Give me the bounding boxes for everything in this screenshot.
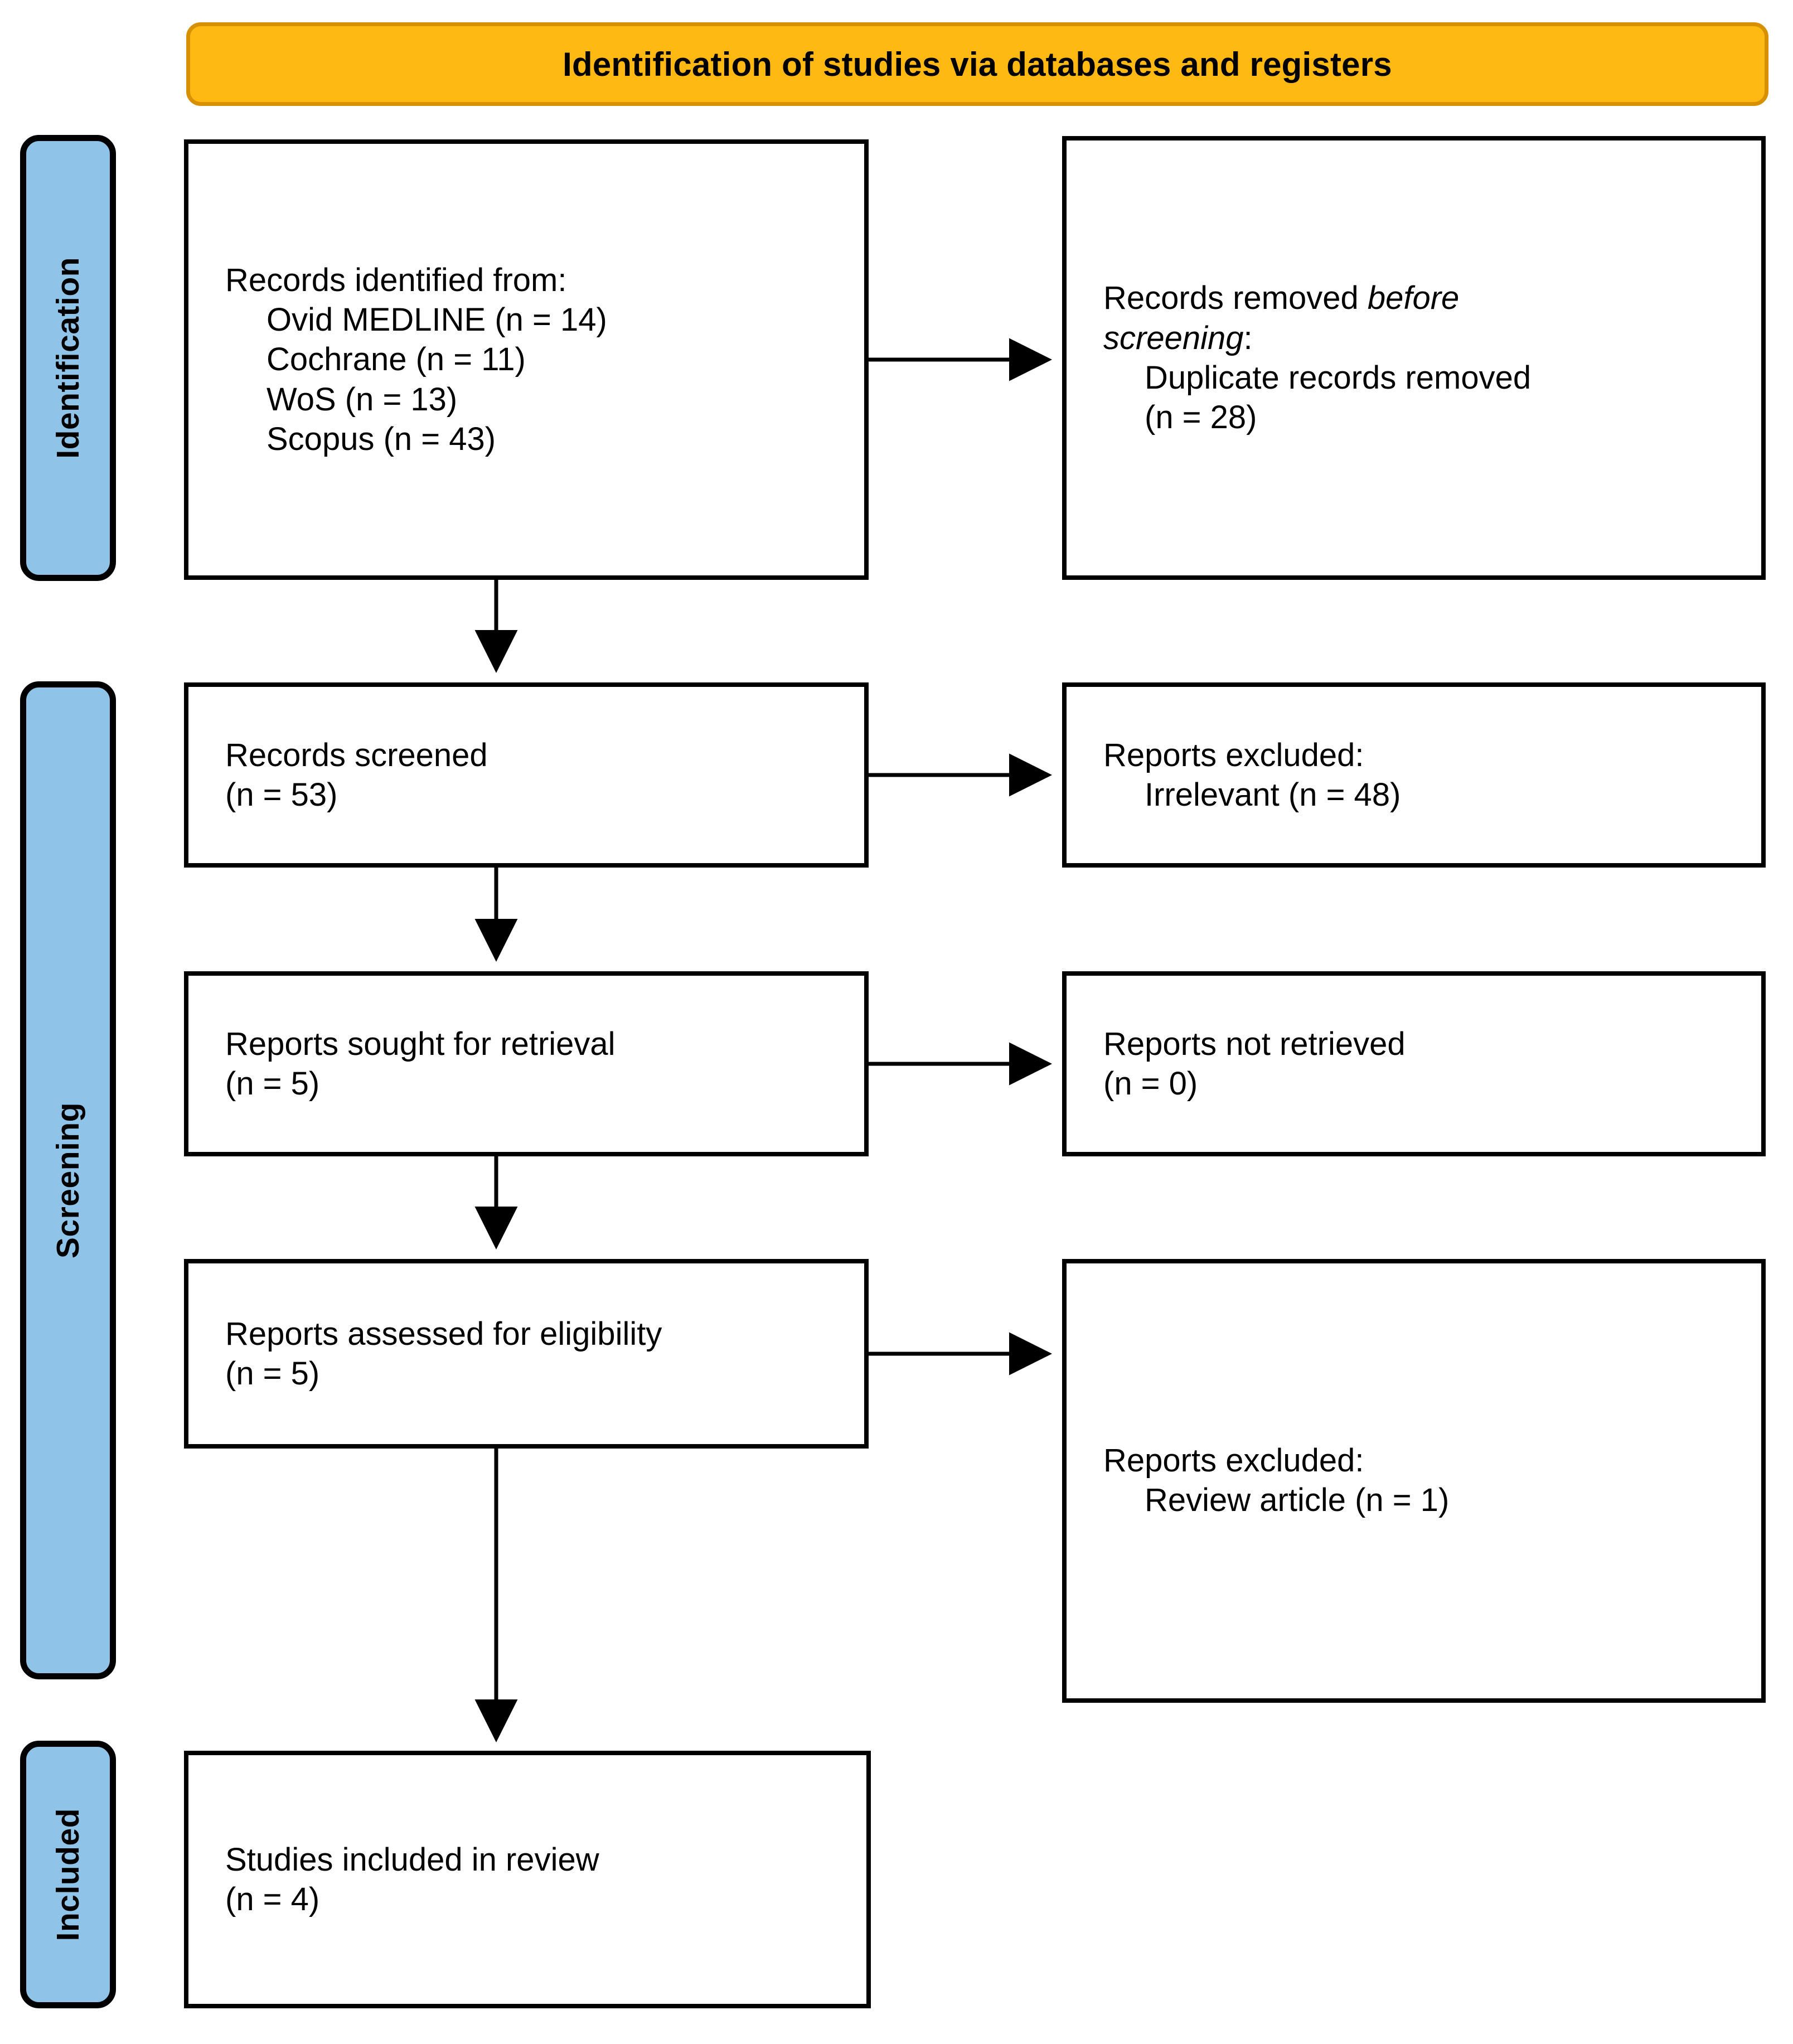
reports-sought-count: (n = 5): [225, 1065, 320, 1102]
box-reports-sought: Reports sought for retrieval (n = 5): [184, 971, 869, 1156]
records-removed-count: (n = 28): [1145, 399, 1257, 436]
banner-title: Identification of studies via databases …: [563, 45, 1392, 83]
box-reports-not-retrieved: Reports not retrieved (n = 0): [1062, 971, 1766, 1156]
reports-excluded-review-body: Reports excluded: Review article (n = 1): [1067, 1263, 1761, 1520]
phase-label-screening: Screening: [20, 681, 116, 1679]
reports-excluded-irrelevant-count: Irrelevant (n = 48): [1145, 777, 1401, 813]
box-records-screened: Records screened (n = 53): [184, 682, 869, 868]
phase-label-identification: Identification: [20, 135, 116, 581]
reports-assessed-label: Reports assessed for eligibility: [225, 1315, 662, 1352]
records-identified-wos: WoS (n = 13): [266, 381, 458, 418]
box-reports-assessed: Reports assessed for eligibility (n = 5): [184, 1259, 869, 1449]
records-screened-label: Records screened: [225, 737, 488, 773]
records-removed-text-a: Records removed: [1103, 280, 1368, 317]
studies-included-label: Studies included in review: [225, 1841, 599, 1878]
studies-included-count: (n = 4): [225, 1881, 320, 1917]
box-records-removed: Records removed before screening: Duplic…: [1062, 136, 1766, 580]
records-removed-duplicates: Duplicate records removed: [1145, 360, 1532, 396]
identification-banner: Identification of studies via databases …: [186, 22, 1768, 106]
reports-excluded-review-count: Review article (n = 1): [1145, 1482, 1450, 1519]
records-screened-count: (n = 53): [225, 777, 338, 813]
records-removed-heading-line2: screening:: [1067, 318, 1761, 358]
reports-excluded-review-heading: Reports excluded:: [1103, 1442, 1364, 1479]
phase-label-included: Included: [20, 1741, 116, 2008]
records-removed-emph-screening: screening: [1103, 319, 1244, 356]
phase-label-screening-text: Screening: [50, 1102, 86, 1259]
box-reports-excluded-irrelevant: Reports excluded: Irrelevant (n = 48): [1062, 682, 1766, 868]
records-removed-heading-line1: Records removed before: [1067, 278, 1761, 318]
reports-sought-label: Reports sought for retrieval: [225, 1025, 616, 1062]
box-records-identified: Records identified from: Ovid MEDLINE (n…: [184, 139, 869, 580]
box-reports-excluded-review: Reports excluded: Review article (n = 1): [1062, 1259, 1766, 1703]
records-identified-heading: Records identified from:: [225, 261, 567, 298]
box-studies-included: Studies included in review (n = 4): [184, 1751, 871, 2008]
records-identified-medline: Ovid MEDLINE (n = 14): [266, 302, 607, 338]
records-removed-emph-before: before: [1367, 280, 1460, 317]
reports-excluded-irrelevant-heading: Reports excluded:: [1103, 737, 1364, 773]
reports-not-retrieved-label: Reports not retrieved: [1103, 1025, 1406, 1062]
reports-not-retrieved-count: (n = 0): [1103, 1065, 1198, 1102]
records-identified-cochrane: Cochrane (n = 11): [266, 341, 526, 378]
phase-label-included-text: Included: [50, 1808, 86, 1941]
records-identified-scopus: Scopus (n = 43): [266, 420, 496, 457]
phase-label-identification-text: Identification: [50, 257, 86, 459]
records-removed-colon: :: [1243, 319, 1253, 356]
reports-assessed-count: (n = 5): [225, 1355, 320, 1392]
